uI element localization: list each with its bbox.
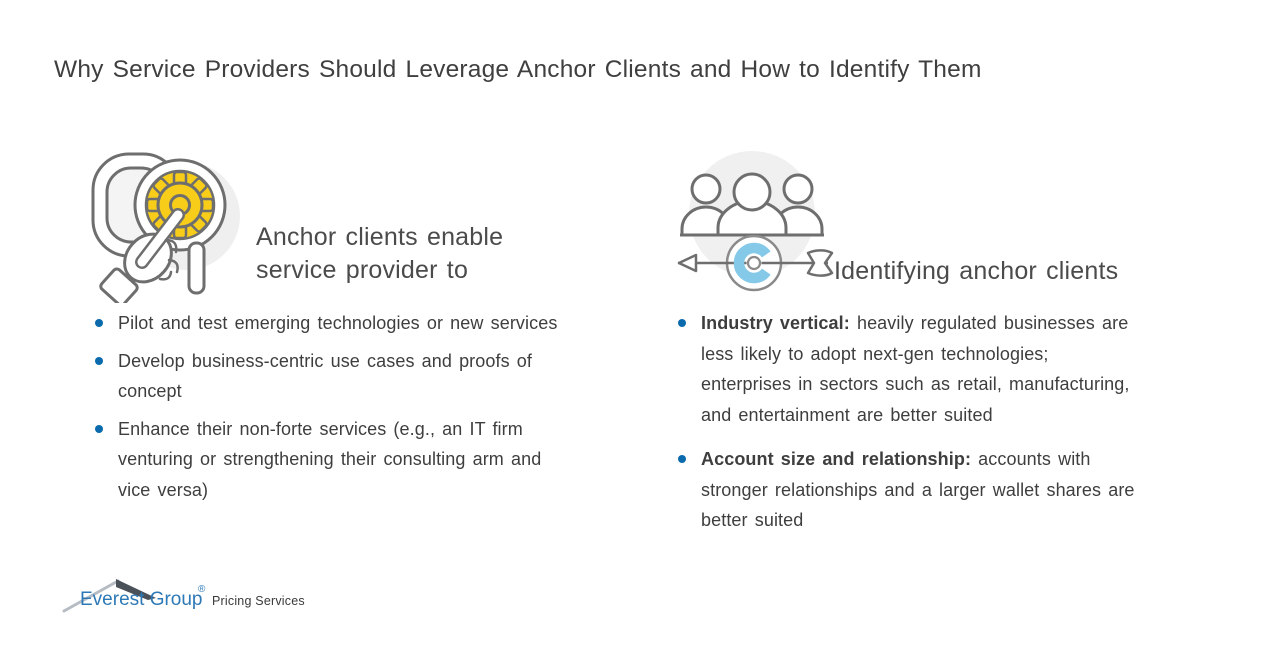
hand-pointing-gear-magnifier-icon: [86, 138, 246, 307]
left-heading-line2: service provider to: [256, 256, 469, 284]
bullet-icon: [95, 356, 103, 365]
logo-mountain-peak: [116, 579, 156, 600]
bullet-text: Enhance their non-forte services (e.g., …: [118, 418, 523, 439]
list-item: Account size and relationship: accounts …: [678, 444, 1203, 536]
logo-mountain-left-slope: [62, 579, 120, 613]
bullet-text-rest: heavily regulated businesses are: [849, 313, 1129, 333]
bullet-icon: [95, 319, 103, 327]
right-bullet-list: Industry vertical: heavily regulated bus…: [678, 308, 1203, 550]
page-title: Why Service Providers Should Leverage An…: [54, 56, 982, 83]
bullet-text: concept: [118, 381, 182, 401]
bullet-text: vice versa): [118, 479, 209, 500]
registered-trademark: ®: [198, 584, 206, 595]
bullet-text: and entertainment are better suited: [701, 404, 993, 425]
bullet-text: better suited: [701, 510, 804, 530]
bullet-text: Industry vertical: heavily regulated bus…: [701, 308, 1130, 339]
everest-group-logo: Everest Group ® Pricing Services: [52, 574, 352, 618]
bullet-icon: [678, 455, 686, 463]
audience-target-arrow-icon: [676, 142, 836, 300]
list-item: Enhance their non-forte services (e.g., …: [95, 414, 625, 506]
bullet-text: enterprises in sectors such as retail, m…: [701, 374, 1130, 394]
list-item: Pilot and test emerging technologies or …: [95, 308, 625, 339]
bullet-text: stronger relationships and a larger wall…: [701, 479, 1135, 500]
magnifier-gear-graphic: [91, 152, 240, 307]
right-section-heading: Identifying anchor clients: [834, 257, 1119, 285]
audience-target-graphic: [677, 151, 834, 292]
bullet-text: venturing or strengthening their consult…: [118, 449, 542, 469]
division-label: Pricing Services: [212, 594, 305, 608]
brand-name: Everest Group: [80, 589, 203, 610]
left-bullet-list: Pilot and test emerging technologies or …: [95, 308, 625, 512]
left-section-heading: Anchor clients enable service provider t…: [256, 221, 503, 287]
bullet-text: Pilot and test emerging technologies or …: [118, 313, 558, 333]
list-item: Industry vertical: heavily regulated bus…: [678, 308, 1203, 430]
bullet-lead-in: Industry vertical:: [701, 313, 850, 333]
left-heading-line1: Anchor clients enable: [256, 223, 504, 251]
bullet-lead-in: Account size and relationship:: [701, 449, 972, 469]
list-item: Develop business-centric use cases and p…: [95, 346, 625, 407]
bullet-text: Develop business-centric use cases and p…: [118, 350, 533, 371]
bullet-icon: [678, 319, 686, 327]
bullet-text: less likely to adopt next-gen technologi…: [701, 343, 1049, 364]
bullet-text-rest: accounts with: [971, 449, 1091, 469]
bullet-icon: [95, 424, 103, 433]
bullet-text: Account size and relationship: accounts …: [701, 444, 1135, 475]
